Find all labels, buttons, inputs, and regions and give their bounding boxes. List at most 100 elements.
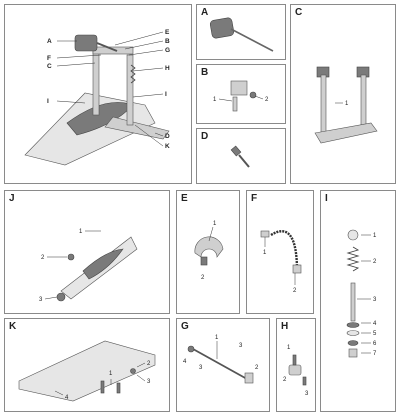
axle-end-left [187, 345, 195, 353]
callout-h-2: 2 [283, 377, 287, 383]
spring-hook-shape [347, 229, 359, 241]
callout-main-h: H [165, 65, 170, 72]
panel-a: A [196, 4, 286, 60]
spring-rod-shape [350, 282, 356, 322]
axle-end-right [244, 372, 254, 384]
spring-base-7 [348, 348, 358, 358]
callout-g-2: 2 [255, 365, 259, 371]
callout-i-3: 3 [373, 297, 377, 303]
callout-h-3: 3 [305, 391, 309, 397]
callout-c-1: 1 [345, 101, 349, 107]
callout-main-k: K [165, 143, 170, 150]
bolt-head-shape [230, 145, 242, 157]
footboard-illustration: 1 2 3 [39, 229, 138, 303]
base-screw-1 [100, 380, 105, 394]
frame-post-left [92, 48, 100, 116]
spring-washer-5 [346, 330, 360, 336]
beater-illustration [209, 17, 274, 52]
callout-k-3: 3 [147, 379, 151, 385]
panel-j: 1 2 3 J [4, 190, 170, 314]
beater-head [74, 34, 98, 52]
clamp-bolt-side [302, 376, 307, 386]
callout-i-2: 2 [373, 259, 377, 265]
callout-i-6: 6 [373, 341, 377, 347]
panel-letter-k: K [9, 321, 17, 332]
base-screw-2 [116, 382, 121, 394]
frame-illustration: 1 [314, 66, 378, 144]
clamp-body-shape [288, 364, 302, 376]
frame-post-left-c [320, 74, 327, 134]
panel-letter-e: E [181, 193, 188, 204]
panel-g: 1 2 3 4 3 G [176, 318, 270, 412]
panel-i: 1 2 3 4 5 6 7 I [320, 190, 396, 412]
spring-assembly-illustration: 1 2 3 4 5 6 7 [346, 229, 377, 358]
panel-f: 1 2 F [246, 190, 314, 314]
spring-shape [130, 64, 136, 84]
callout-main-g: G [165, 47, 170, 54]
panel-letter-g: G [181, 321, 189, 332]
clamp-bolt-top [292, 354, 297, 366]
hinge-illustration: 1 2 [213, 80, 269, 112]
panel-d: D [196, 128, 286, 184]
callout-f-1: 1 [263, 250, 267, 256]
panel-k: 1 2 3 4 K [4, 318, 170, 412]
callout-i-5: 5 [373, 331, 377, 337]
callout-g-4: 4 [183, 359, 187, 365]
callout-g-1: 1 [215, 335, 219, 341]
hinge-bolt-shape [232, 96, 238, 112]
spring-nut-4 [346, 322, 360, 328]
callout-k-2: 2 [147, 361, 151, 367]
axle-shaft-shape [192, 348, 248, 380]
axle-illustration: 1 2 3 4 3 [183, 335, 259, 384]
panel-letter-j: J [9, 193, 15, 204]
callout-main-f: F [47, 55, 51, 62]
chain-illustration: 1 2 [260, 230, 302, 294]
hinge-block-shape [230, 80, 248, 96]
sprocket-shape [194, 236, 224, 258]
chain-top-bolt [260, 230, 270, 238]
callout-g-3a: 3 [239, 343, 243, 349]
base-plate-shape [104, 116, 170, 140]
callout-main-d: D [165, 133, 170, 140]
nut-j-shape [56, 292, 66, 302]
chain-bottom-clip [292, 264, 302, 274]
callout-main-i-right: I [165, 91, 167, 98]
frame-base-c [314, 122, 378, 144]
panel-letter-f: F [251, 193, 258, 204]
panel-letter-i: I [325, 193, 328, 204]
panel-b: 1 2 B [196, 64, 286, 124]
beater-head-shape [209, 17, 235, 39]
callout-e-2: 2 [201, 275, 205, 281]
panel-letter-a: A [201, 7, 209, 18]
callout-main-e: E [165, 29, 170, 36]
clamp-illustration: 1 2 3 [283, 345, 309, 397]
callout-b-1: 1 [213, 97, 217, 103]
callout-e-1: 1 [213, 221, 217, 227]
spring-coil-shape [346, 246, 360, 272]
panel-letter-d: D [201, 131, 209, 142]
main-pedal-illustration: A F C I E B G H I D K [24, 29, 170, 166]
callout-b-2: 2 [265, 97, 269, 103]
panel-letter-b: B [201, 67, 209, 78]
bolt-illustration [230, 145, 250, 168]
bolt-shaft-shape [238, 154, 250, 168]
callout-f-2: 2 [293, 288, 297, 294]
callout-main-b: B [165, 38, 170, 45]
frame-post-right-c [360, 74, 367, 128]
beater-rod-shape [230, 28, 274, 52]
callout-h-1: 1 [287, 345, 291, 351]
callout-j-2: 2 [41, 255, 45, 261]
footboard-j-logo [82, 248, 124, 280]
callout-main-c: C [47, 63, 52, 70]
beater-shaft [96, 42, 118, 52]
chain-shape [270, 230, 299, 272]
callout-i-7: 7 [373, 351, 377, 357]
callout-i-4: 4 [373, 321, 377, 327]
spring-nut-6 [347, 340, 359, 346]
sprocket-illustration: 1 2 [194, 221, 224, 281]
hinge-washer-shape [249, 91, 257, 99]
base-plate-illustration: 1 2 3 4 [18, 340, 156, 402]
base-plate-k-shape [18, 340, 156, 402]
callout-k-1: 1 [109, 371, 113, 377]
callout-j-1: 1 [79, 229, 83, 235]
